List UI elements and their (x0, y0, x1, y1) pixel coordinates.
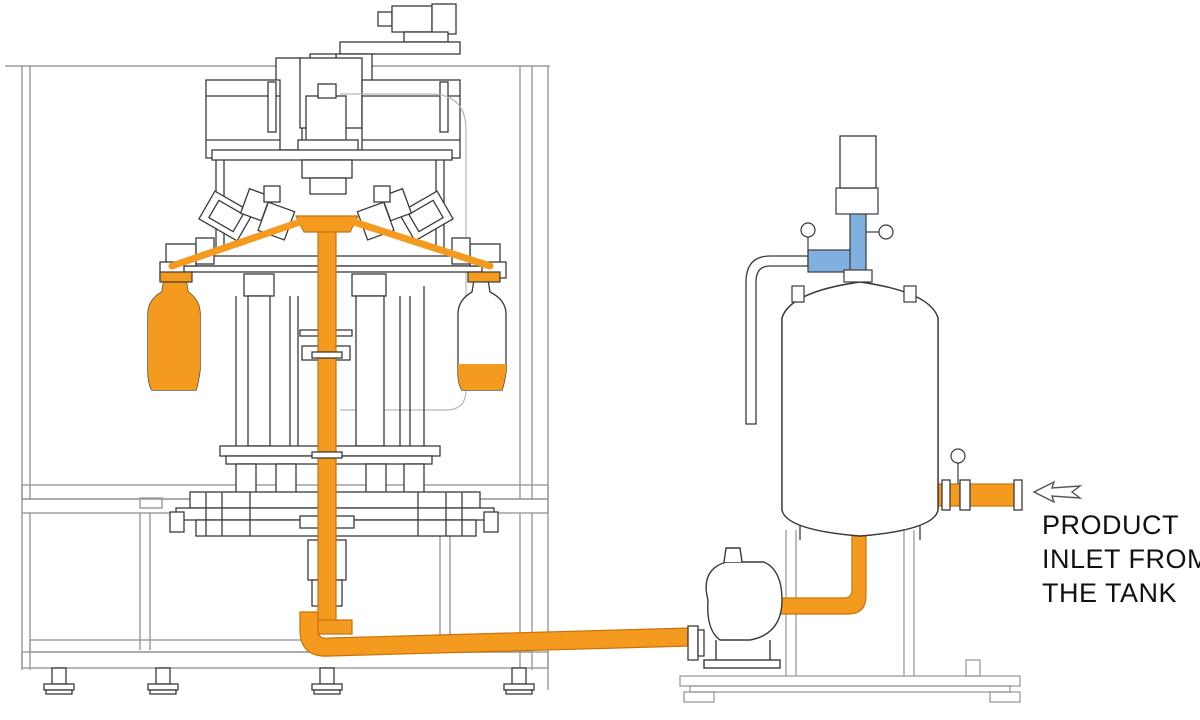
guard-outline (340, 93, 467, 411)
right-bottle-product (458, 364, 506, 390)
label-line-2: INLET FROM (1042, 544, 1200, 574)
left-bottle (147, 271, 201, 391)
flow-arrow-icon (1032, 480, 1083, 504)
product-inlet-label: PRODUCT INLET FROM THE TANK (1042, 508, 1200, 610)
label-line-1: PRODUCT (1042, 510, 1179, 540)
distribution-hub (295, 215, 359, 233)
tank-vent-pipe (745, 255, 809, 425)
left-distribution-line (168, 218, 304, 270)
right-distribution-line (350, 218, 494, 270)
transfer-pump (703, 547, 783, 669)
central-supply-pipe (317, 217, 337, 629)
pipe-flanges (311, 351, 1023, 661)
label-line-3: THE TANK (1042, 578, 1178, 608)
top-drive-assembly (205, 3, 461, 250)
leveling-feet (43, 667, 535, 695)
pump-to-filler-pipe (299, 611, 691, 657)
product-tank (745, 135, 966, 540)
left-bottle-product (148, 280, 200, 390)
right-bottle (457, 271, 507, 391)
